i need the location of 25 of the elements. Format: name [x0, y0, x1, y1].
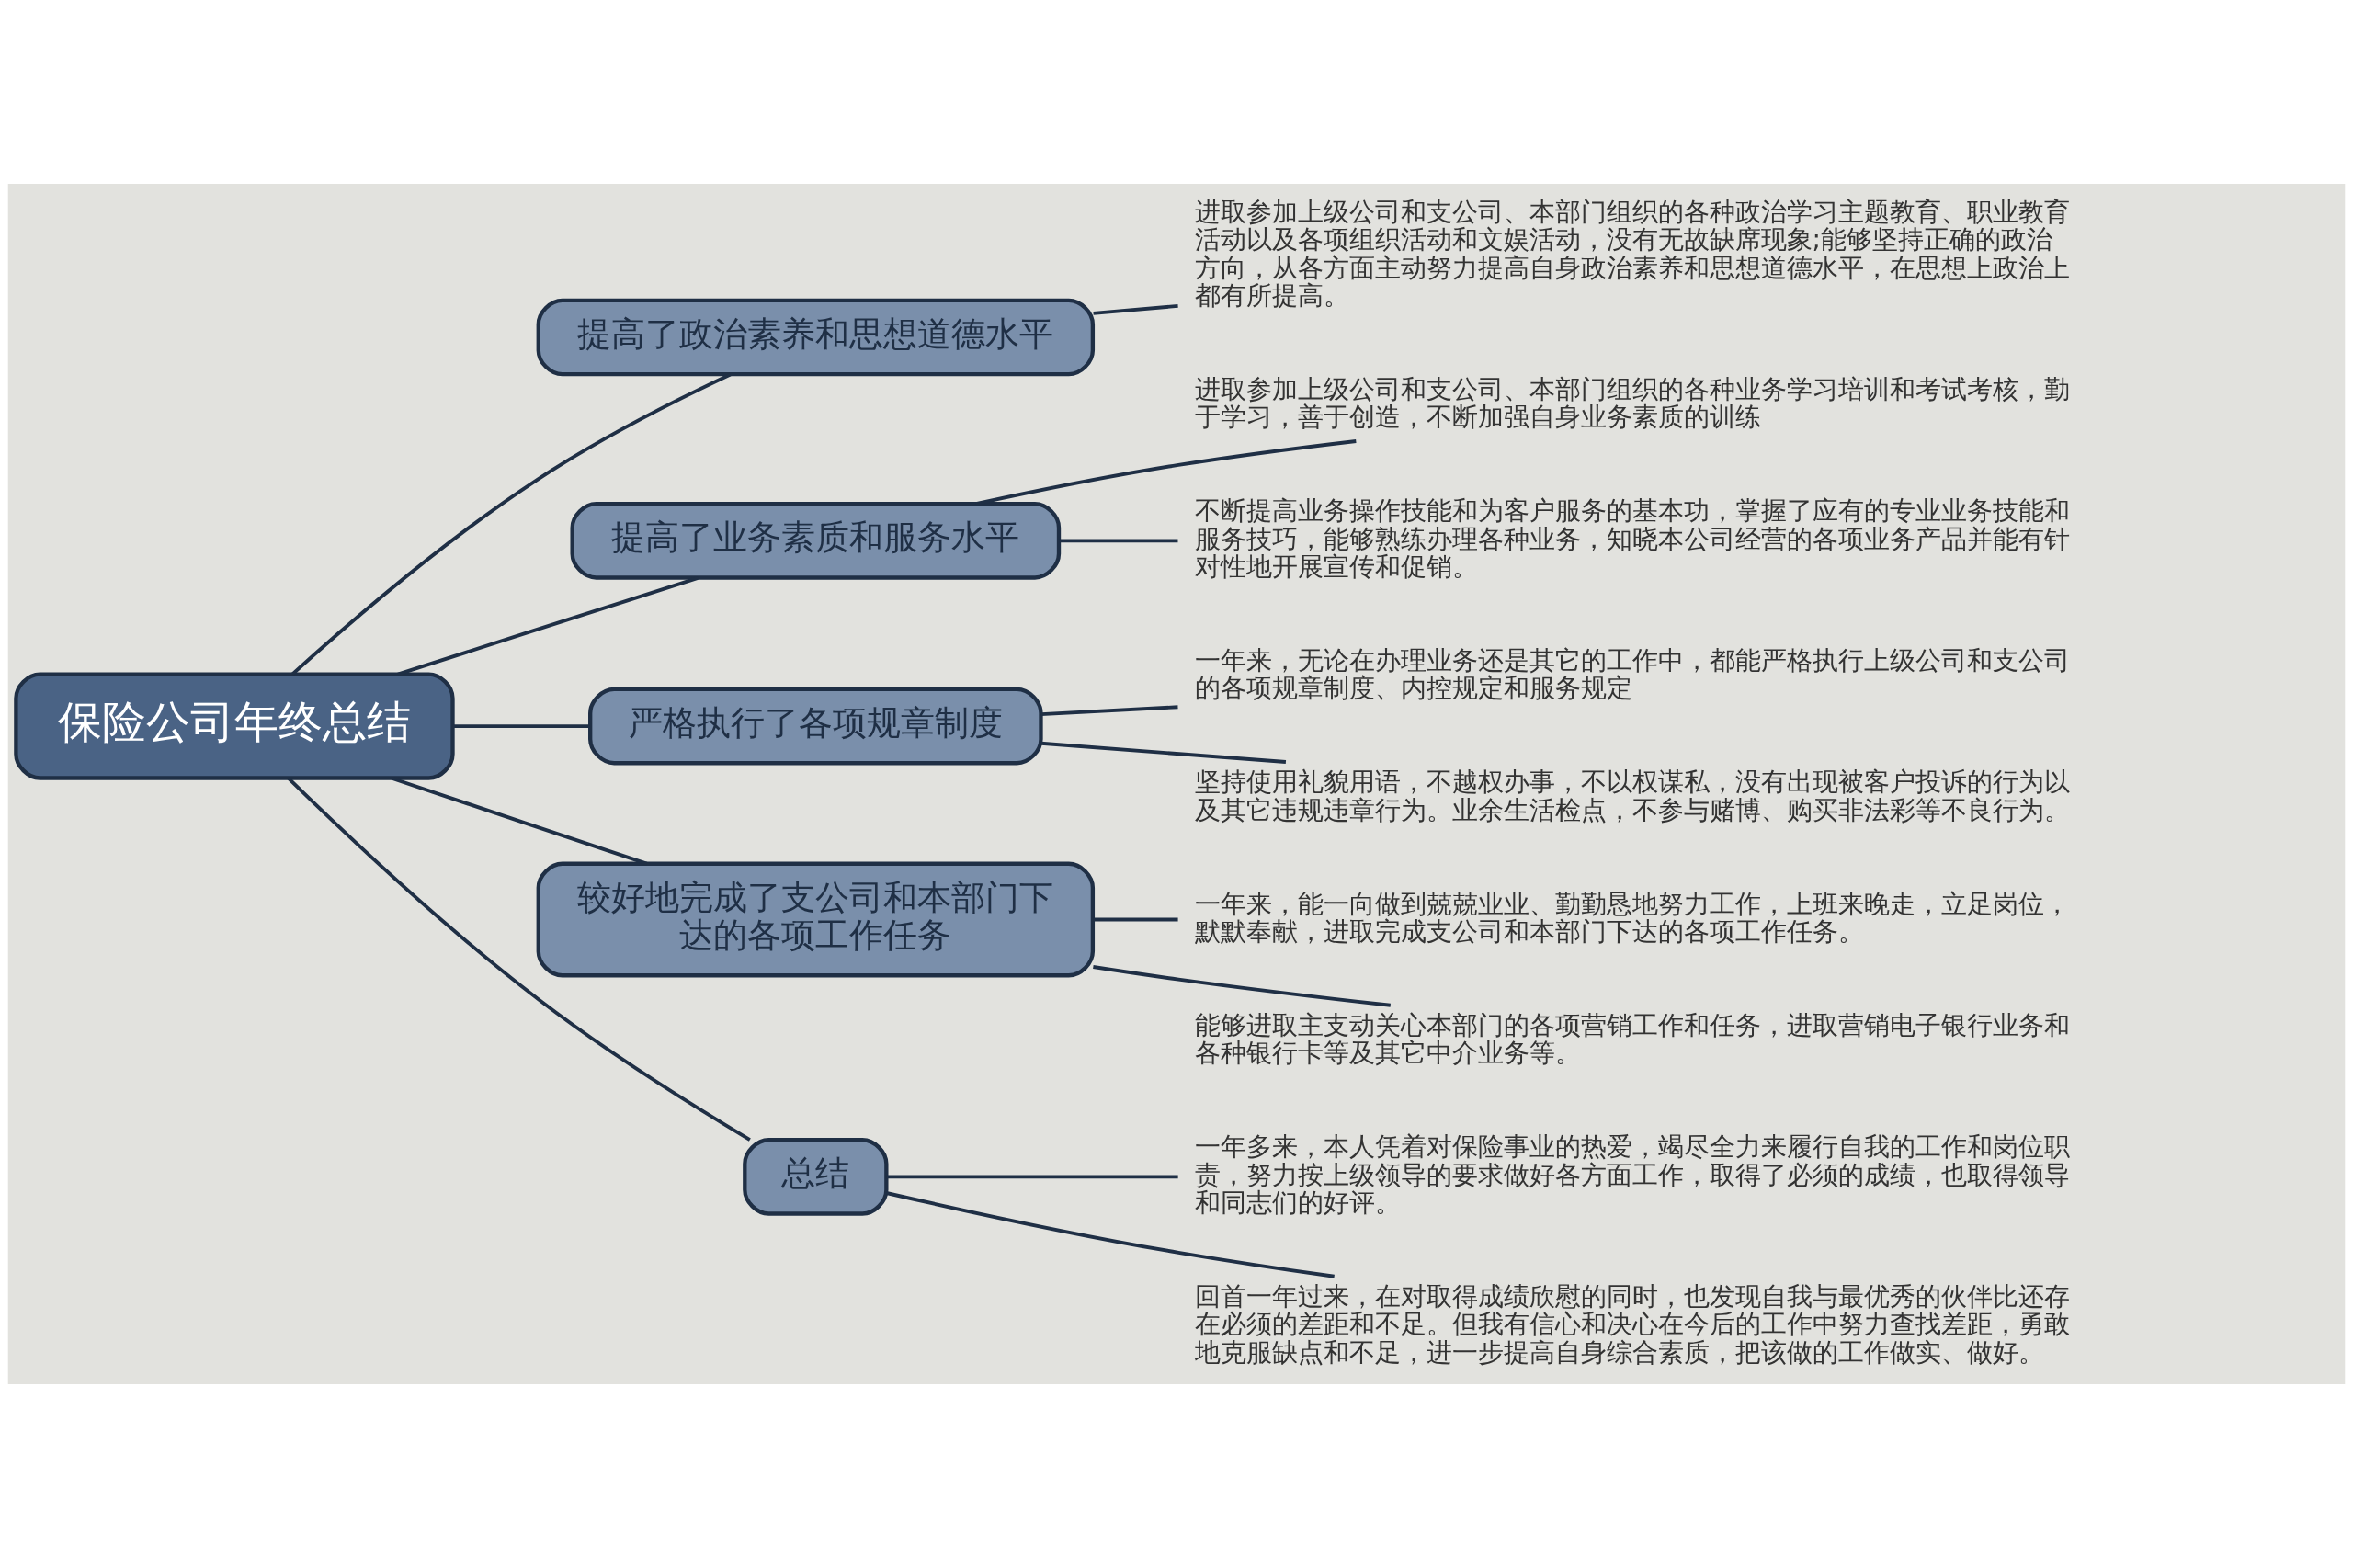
connector [452, 724, 590, 729]
connector [1059, 539, 1178, 543]
node-box: 提高了政治素养和思想道德水平 [536, 298, 1096, 377]
node-box: 总结 [743, 1138, 889, 1216]
node-text: 一年来，无论在办理业务还是其它的工作中，都能严格执行上级公司和支公司的各项规章制度、内控规定和服务规定 [1194, 645, 2070, 704]
node-text: 坚持使用礼貌用语，不越权办事，不以权谋私，没有出现被客户投诉的行为以及其它违规违章行为。业余生活检点，不参与赌博、购买非法彩等不良行为。 [1194, 767, 2070, 825]
node-text: 能够进取主支动关心本部门的各项营销工作和任务，进取营销电子银行业务和各种银行卡等及其它中介业务等。 [1194, 1010, 2070, 1069]
connector [886, 1175, 1178, 1179]
connector [1040, 705, 1178, 717]
connector [1093, 965, 1391, 1007]
node-box: 较好地完成了支公司和本部门下达的各项工作任务 [536, 861, 1096, 978]
node-box: 提高了业务素质和服务水平 [570, 502, 1062, 580]
node-text: 进取参加上级公司和支公司、本部门组织的各种业务学习培训和考试考核，勤于学习，善于创造，不断加强自身业务素质的训练 [1194, 374, 2070, 433]
node-box: 严格执行了各项规章制度 [588, 687, 1043, 766]
node-text: 一年多来，本人凭着对保险事业的热爱，竭尽全力来履行自我的工作和岗位职责，努力按上级领导的要求做好各方面工作，取得了必须的成绩，也取得领导和同志们的好评。 [1194, 1131, 2070, 1219]
node-box: 保险公司年终总结 [14, 672, 455, 780]
connector [1040, 741, 1287, 764]
connector [1093, 917, 1178, 922]
node-text: 不断提高业务操作技能和为客户服务的基本功，掌握了应有的专业业务技能和服务技巧，能够熟练办理各种业务，知晓本公司经营的各项业务产品并能有针对性地开展宣传和促销。 [1194, 495, 2070, 583]
connector [886, 1191, 1335, 1278]
node-text: 一年来，能一向做到兢兢业业、勤勤恳地努力工作，上班来晚走，立足岗位，默默奉献，进取完成支公司和本部门下达的各项工作任务。 [1194, 888, 2070, 948]
node-text: 进取参加上级公司和支公司、本部门组织的各种政治学习主题教育、职业教育活动以及各项组织活动和文娱活动，没有无故缺席现象;能够坚持正确的政治方向，从各方面主动努力提高自身政治素养和思想道德水平，在思想上政治上都有所提高。 [1194, 196, 2070, 312]
node-text: 回首一年过来，在对取得成绩欣慰的同时，也发现自我与最优秀的伙伴比还存在必须的差距和不足。但我有信心和决心在今后的工作中努力查找差距，勇敢地克服缺点和不足，进一步提高自身综合素质，把该做的工作做实、做好。 [1194, 1281, 2070, 1368]
connector [287, 777, 751, 1142]
connector [1093, 303, 1178, 315]
